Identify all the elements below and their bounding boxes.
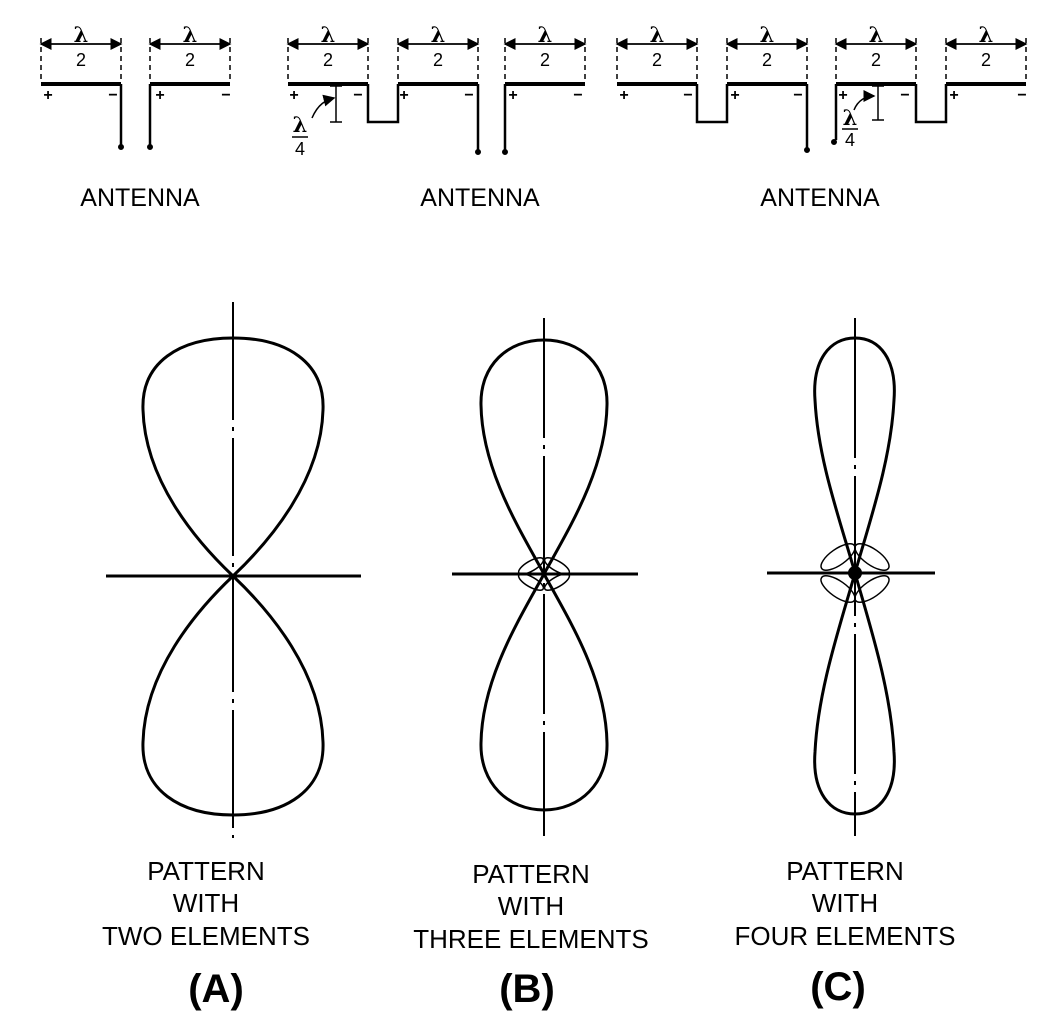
antenna-a-label: ANTENNA: [80, 184, 200, 212]
plus-sign: +: [508, 87, 517, 104]
lambda-label: λ: [293, 112, 308, 137]
pattern-c-letter: (C): [810, 965, 866, 1009]
pattern-a: [106, 302, 361, 838]
minus-sign: −: [900, 87, 909, 104]
plus-sign: +: [43, 87, 52, 104]
caption-line: THREE ELEMENTS: [413, 924, 649, 954]
antenna-c-dimensions: [615, 38, 1028, 121]
antenna-c-stubs: [695, 84, 948, 148]
plus-sign: +: [619, 87, 628, 104]
antenna-a: [39, 38, 232, 150]
quarter-denominator: 4: [295, 139, 305, 159]
lambda-label: λ: [843, 105, 858, 130]
pattern-c-caption: PATTERN WITH FOUR ELEMENTS (C): [734, 856, 955, 1009]
half-denominator: 2: [76, 50, 86, 70]
polarity-signs: + − + − + − + − + − + − + − + − + −: [43, 87, 1026, 104]
half-denominator: 2: [540, 50, 550, 70]
antenna-a-dimensions: [39, 38, 232, 82]
lambda-label: λ: [650, 22, 665, 47]
pattern-c-upper-lobe: [813, 336, 896, 579]
lambda-label: λ: [760, 22, 775, 47]
caption-line: WITH: [812, 888, 878, 918]
lambda-label: λ: [183, 22, 198, 47]
pattern-b-letter: (B): [499, 967, 555, 1011]
pattern-b-lower-lobe: [479, 570, 609, 812]
antenna-captions: ANTENNA ANTENNA ANTENNA: [80, 184, 880, 212]
caption-line: PATTERN: [472, 859, 589, 889]
half-denominator: 2: [652, 50, 662, 70]
pattern-b-minor-lobes: [517, 557, 571, 591]
pattern-b-upper-lobe: [479, 338, 609, 578]
minus-sign: −: [793, 87, 802, 104]
half-denominator: 2: [871, 50, 881, 70]
lambda-label: λ: [869, 22, 884, 47]
pattern-c: [767, 318, 935, 836]
minus-sign: −: [464, 87, 473, 104]
antenna-b-dimensions: [286, 38, 587, 123]
quarter-denominator: 4: [845, 130, 855, 150]
minus-sign: −: [1017, 87, 1026, 104]
antenna-b-label: ANTENNA: [420, 184, 540, 212]
antenna-b-stub: [366, 84, 507, 150]
lambda-label: λ: [74, 22, 89, 47]
pattern-a-lower-lobe: [141, 573, 325, 817]
plus-sign: +: [838, 87, 847, 104]
antenna-c-label: ANTENNA: [760, 184, 880, 212]
plus-sign: +: [730, 87, 739, 104]
lambda-label: λ: [538, 22, 553, 47]
plus-sign: +: [155, 87, 164, 104]
plus-sign: +: [949, 87, 958, 104]
lambda-label: λ: [979, 22, 994, 47]
pattern-a-caption: PATTERN WITH TWO ELEMENTS (A): [102, 856, 310, 1011]
plus-sign: +: [289, 87, 298, 104]
caption-line: PATTERN: [786, 856, 903, 886]
half-denominator: 2: [185, 50, 195, 70]
minus-sign: −: [108, 87, 117, 104]
caption-line: PATTERN: [147, 856, 264, 886]
half-denominator: 2: [762, 50, 772, 70]
plus-sign: +: [399, 87, 408, 104]
quarter-wave-labels: λ 4 λ 4: [292, 105, 858, 159]
pattern-c-minor-lobes: [820, 543, 890, 603]
minus-sign: −: [573, 87, 582, 104]
minus-sign: −: [683, 87, 692, 104]
half-denominator: 2: [323, 50, 333, 70]
lambda-label: λ: [431, 22, 446, 47]
pattern-a-letter: (A): [188, 967, 244, 1011]
pattern-b-caption: PATTERN WITH THREE ELEMENTS (B): [413, 859, 649, 1011]
caption-line: WITH: [173, 888, 239, 918]
half-denominator: 2: [981, 50, 991, 70]
minus-sign: −: [221, 87, 230, 104]
antenna-b: [286, 38, 587, 155]
half-denominator: 2: [433, 50, 443, 70]
minus-sign: −: [353, 87, 362, 104]
caption-line: WITH: [498, 891, 564, 921]
antenna-a-feed: [119, 84, 152, 145]
pattern-a-upper-lobe: [141, 336, 325, 579]
pattern-c-lower-lobe: [813, 567, 896, 816]
pattern-b: [452, 318, 638, 836]
half-wave-labels: λ 2 λ 2 λ 2 λ 2 λ 2 λ 2 λ 2 λ 2 λ 2: [74, 22, 994, 70]
antenna-c: [615, 38, 1028, 153]
caption-line: TWO ELEMENTS: [102, 921, 310, 951]
caption-line: FOUR ELEMENTS: [734, 921, 955, 951]
lambda-label: λ: [321, 22, 336, 47]
